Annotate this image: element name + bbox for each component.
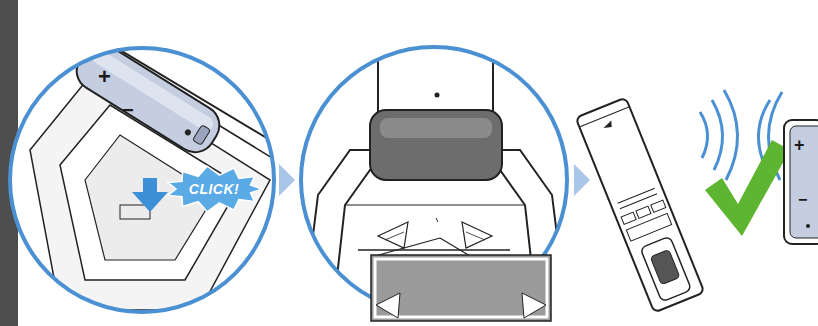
button-symbol: −: [122, 100, 134, 120]
click-burst: CLICK!: [166, 166, 262, 212]
step-chevron: [574, 164, 590, 196]
led-callout-box: [371, 255, 551, 321]
button-symbol: +: [98, 66, 111, 88]
sound-effect-text: CLICK!: [189, 181, 239, 197]
step-two-detail: [300, 30, 570, 326]
step-chevron: [279, 164, 295, 196]
success-check: [705, 140, 790, 236]
button-symbol: +: [794, 136, 805, 154]
leader-line: [375, 238, 470, 256]
headset: [784, 120, 818, 244]
detail-circle: [10, 48, 274, 312]
base-station: [576, 98, 705, 313]
button-symbol: −: [798, 192, 807, 208]
